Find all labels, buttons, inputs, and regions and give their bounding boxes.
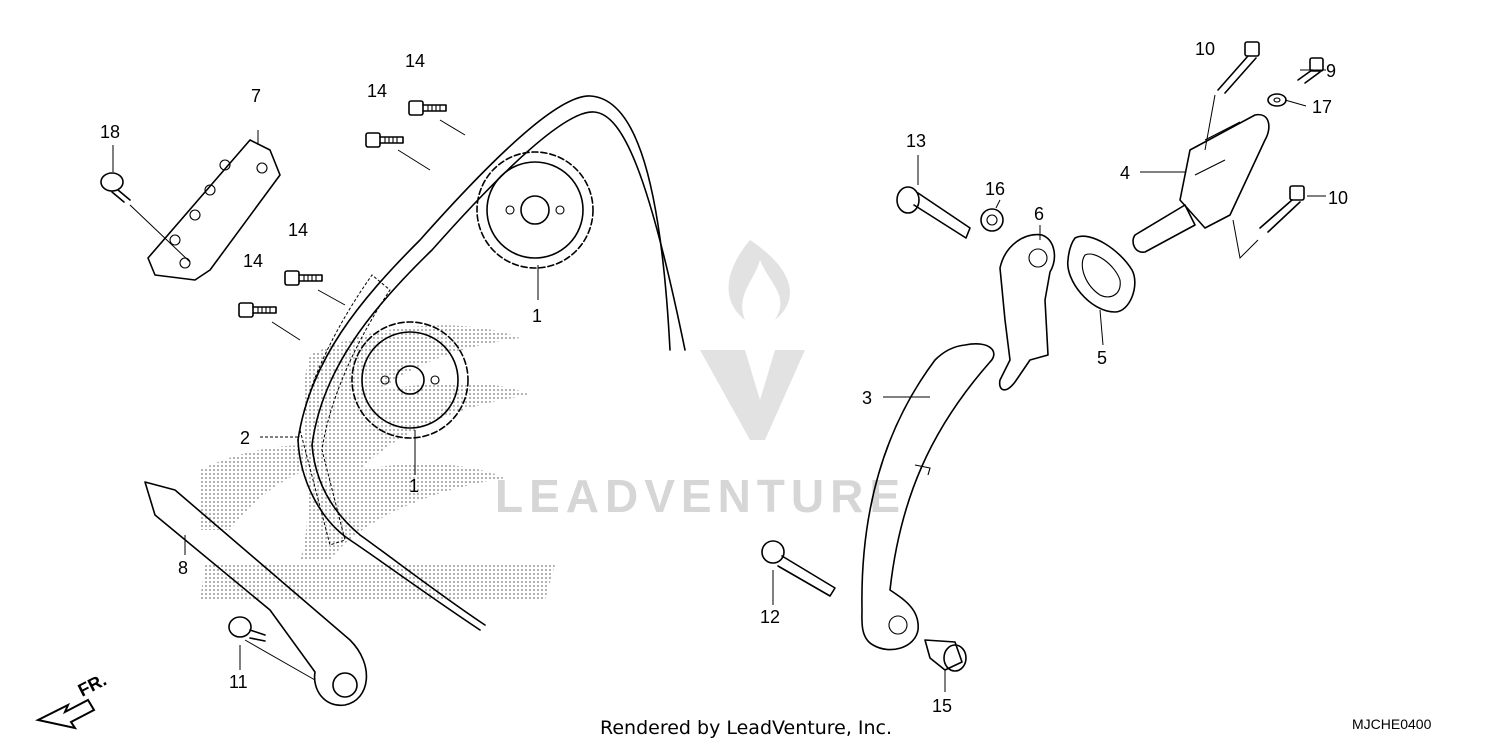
callout-1-lower: 1	[409, 476, 419, 496]
rendered-by-credit: Rendered by LeadVenture, Inc.	[600, 717, 893, 739]
cam-sprocket-upper	[476, 151, 594, 269]
bolt-18	[100, 172, 131, 203]
callout-4: 4	[1120, 163, 1130, 183]
callout-9: 9	[1326, 61, 1336, 81]
washer-16	[980, 208, 1004, 232]
bolt-14-d	[238, 302, 277, 318]
cam-chain	[297, 95, 686, 631]
direction-label: FR.	[75, 670, 110, 701]
chain-guide-plate	[147, 139, 281, 281]
callout-16: 16	[985, 179, 1005, 199]
callout-18: 18	[100, 122, 120, 142]
bolt-10-upper	[1217, 41, 1260, 94]
bolt-14-a	[408, 100, 447, 116]
callout-8: 8	[178, 558, 188, 578]
washer-17	[1267, 93, 1287, 107]
bolt-14-b	[365, 132, 404, 148]
bolt-9	[1297, 57, 1324, 84]
callout-15: 15	[932, 696, 952, 716]
bolt-14-c	[284, 270, 323, 286]
chain-guide	[144, 481, 368, 706]
leadventure-logo-watermark: LEADVENTURE	[495, 240, 906, 522]
tensioner-bracket	[998, 233, 1056, 391]
callout-10-upper: 10	[1195, 39, 1215, 59]
callout-14-d: 14	[243, 251, 263, 271]
callout-1-upper: 1	[532, 306, 542, 326]
bolt-11	[228, 616, 266, 642]
bolt-12	[761, 540, 836, 597]
callout-14-b: 14	[367, 81, 387, 101]
callout-6: 6	[1034, 204, 1044, 224]
callout-17: 17	[1312, 97, 1332, 117]
callout-11: 11	[229, 672, 248, 692]
callout-14-a: 14	[405, 51, 425, 71]
bolt-13	[896, 186, 971, 239]
callout-13: 13	[906, 131, 926, 151]
callout-2: 2	[240, 428, 250, 448]
diagram-code: MJCHE0400	[1352, 716, 1432, 732]
callout-7: 7	[251, 86, 261, 106]
callout-10-lower: 10	[1328, 188, 1348, 208]
callout-12: 12	[760, 607, 780, 627]
tensioner-gasket	[1067, 235, 1136, 313]
honda-logo-watermark	[200, 325, 555, 600]
callout-leaders	[112, 69, 1326, 692]
watermark-text: LEADVENTURE	[495, 470, 906, 522]
cam-sprocket-lower	[351, 321, 469, 439]
collar-15	[924, 639, 967, 672]
callout-3: 3	[862, 388, 872, 408]
callout-14-c: 14	[288, 220, 308, 240]
tensioner-arm	[861, 343, 995, 651]
tensioner-lifter	[1132, 113, 1270, 253]
bolt-10-lower	[1259, 185, 1305, 233]
front-direction-arrow-icon: FR.	[35, 670, 110, 730]
callout-5: 5	[1097, 348, 1107, 368]
